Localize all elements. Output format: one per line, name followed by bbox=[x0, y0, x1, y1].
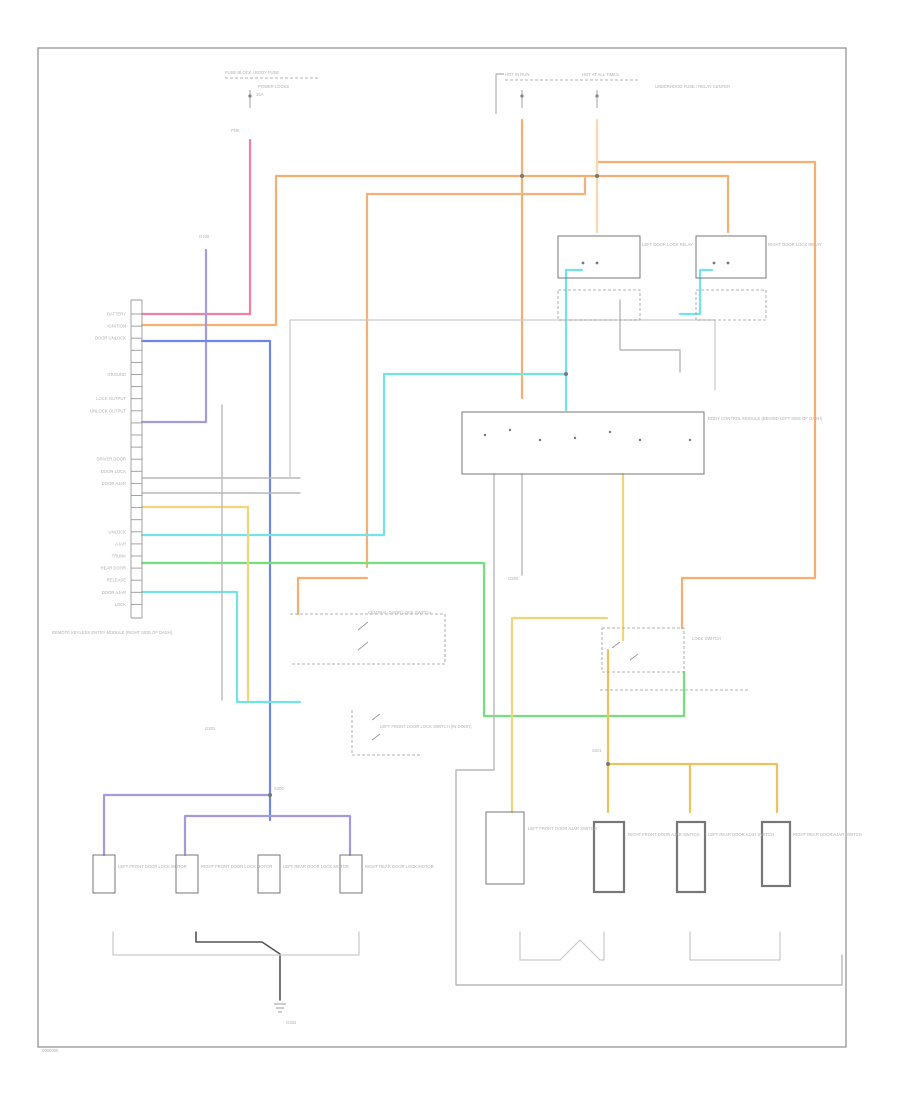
ground-bottom-label: G302 bbox=[286, 1020, 297, 1025]
splice-1 bbox=[268, 793, 272, 797]
wire-orange-relay-feed bbox=[365, 176, 587, 569]
wire-blue bbox=[140, 339, 272, 822]
splice-1-label: S200 bbox=[274, 786, 284, 791]
keyless-module: REMOTE KEYLESS ENTRY MODULE (RIGHT SIDE … bbox=[52, 299, 173, 635]
module-pin-label: DOOR AJAR bbox=[102, 590, 126, 595]
ajar-rr-label: RIGHT REAR DOOR AJAR SWITCH bbox=[793, 832, 862, 837]
right-lock-relay-label: RIGHT DOOR LOCK RELAY bbox=[768, 242, 822, 247]
ground-bottom-symbol bbox=[274, 1003, 286, 1013]
ground-g301-label: G301 bbox=[205, 726, 216, 731]
wire-orange-left-loop bbox=[140, 174, 730, 327]
ajar-lf-label: LEFT FRONT DOOR AJAR SWITCH bbox=[528, 826, 597, 831]
left-door-switch-label: LEFT FRONT DOOR LOCK SWITCH (IN DOOR) bbox=[380, 724, 472, 729]
module-pin-labels: BATTERY IGNITION DOOR UNLOCK GROUND LOCK OUT… bbox=[90, 312, 142, 607]
module-pin-label: DOOR UNLOCK bbox=[95, 336, 126, 341]
motor-group-left: LEFT FRONT DOOR LOCK MOTOR RIGHT FRONT D… bbox=[92, 854, 434, 894]
wire-yellow-rear bbox=[510, 616, 609, 814]
ajar-group-right: LEFT FRONT DOOR AJAR SWITCH RIGHT FRONT … bbox=[485, 811, 862, 894]
module-pin-label: DRIVER DOOR bbox=[96, 457, 126, 462]
rear-lock-switch: LOCK SWITCH bbox=[600, 627, 750, 691]
wire-gold-bus bbox=[606, 648, 779, 814]
wire-green bbox=[140, 561, 686, 718]
wire-gray-loop bbox=[289, 319, 716, 479]
ajar-rf-label: RIGHT FRONT DOOR AJAR SWITCH bbox=[628, 832, 700, 837]
wire-gray-bcm bbox=[455, 473, 843, 986]
wire-cyan-lower bbox=[140, 590, 302, 704]
module-pin-label: TRUNK bbox=[112, 554, 127, 559]
ground-g200-label: G200 bbox=[508, 576, 519, 581]
wire-cyan-right-relay bbox=[678, 268, 714, 316]
motor-rf-label: RIGHT FRONT DOOR LOCK MOTOR bbox=[201, 864, 272, 869]
ground-top-label: G100 bbox=[199, 234, 210, 239]
wire-orange-switch bbox=[296, 576, 369, 616]
wire-orange-right-loop bbox=[595, 160, 817, 630]
wire-gray-module bbox=[141, 477, 301, 494]
left-lock-relay: LEFT DOOR LOCK RELAY bbox=[557, 235, 693, 321]
splice-5 bbox=[595, 174, 599, 178]
central-door-lock-switch: CENTRAL DOOR LOCK SWITCH bbox=[290, 610, 446, 665]
splice-4 bbox=[520, 174, 524, 178]
module-pin-label: DOOR LOCK bbox=[101, 469, 126, 474]
module-pin-label: REAR DOOR bbox=[101, 566, 126, 571]
fuse-left-name: POWER LOCKS bbox=[258, 84, 289, 89]
underhood-note: UNDERHOOD FUSE / RELAY CENTER bbox=[655, 84, 730, 89]
module-name: REMOTE KEYLESS ENTRY MODULE (RIGHT SIDE … bbox=[52, 630, 173, 635]
wire-gray-relay-left bbox=[619, 299, 681, 373]
motor-lr-label: LEFT REAR DOOR LOCK MOTOR bbox=[283, 864, 349, 869]
wire-purple bbox=[140, 248, 208, 424]
left-lock-relay-label: LEFT DOOR LOCK RELAY bbox=[642, 242, 693, 247]
wire-blue-bus bbox=[102, 793, 352, 857]
module-pin-label: RELEASE bbox=[107, 578, 127, 583]
module-pin-label: AJAR bbox=[115, 541, 126, 546]
body-control-label: BODY CONTROL MODULE (BEHIND LEFT SIDE OF… bbox=[708, 416, 823, 421]
body-control-module: BODY CONTROL MODULE (BEHIND LEFT SIDE OF… bbox=[461, 411, 823, 475]
fuse-left-amp: 15A bbox=[256, 92, 264, 97]
ajar-lr-label: LEFT REAR DOOR AJAR SWITCH bbox=[708, 832, 774, 837]
splice-2-label: S201 bbox=[592, 748, 602, 753]
wire-cyan-module bbox=[140, 372, 568, 537]
module-pin-label: LOCK OUTPUT bbox=[96, 396, 126, 401]
left-door-lock-switch: LEFT FRONT DOOR LOCK SWITCH (IN DOOR) bbox=[351, 710, 472, 756]
fuse-top-pair bbox=[520, 90, 599, 108]
diagram-frame bbox=[37, 47, 847, 1048]
motor-rr-label: RIGHT REAR DOOR LOCK MOTOR bbox=[365, 864, 434, 869]
central-switch-label: CENTRAL DOOR LOCK SWITCH bbox=[368, 610, 431, 615]
footer-code: 0000000 bbox=[42, 1048, 59, 1053]
fuse-block-top-label: FUSE BLOCK / BODY FUSE bbox=[225, 70, 279, 75]
module-pin-label: LOCK bbox=[115, 602, 127, 607]
underhood-bracket bbox=[495, 73, 504, 114]
relay-top-right-label: HOT AT ALL TIMES bbox=[582, 72, 619, 77]
module-pin-label: BATTERY bbox=[107, 312, 126, 317]
rear-lock-switch-label: LOCK SWITCH bbox=[692, 636, 721, 641]
module-pin-label: UNLOCK OUTPUT bbox=[90, 408, 126, 413]
wire-yellow-module bbox=[140, 505, 250, 702]
module-pin-label: GROUND bbox=[107, 372, 126, 377]
right-lock-relay: RIGHT DOOR LOCK RELAY bbox=[695, 235, 822, 321]
wire-pink bbox=[140, 138, 252, 316]
module-pin-label: UNLOCK bbox=[109, 529, 127, 534]
module-pin-label: IGNITION bbox=[107, 324, 126, 329]
wire-black-branches bbox=[112, 931, 360, 956]
splice-2 bbox=[606, 762, 610, 766]
module-pin-label: DOOR AJAR bbox=[102, 481, 126, 486]
relay-top-left-label: HOT IN RUN bbox=[505, 72, 529, 77]
wire-gray-door-bottom bbox=[519, 931, 781, 961]
wire-label-pink: PNK bbox=[231, 128, 240, 133]
fuse-left: 15A POWER LOCKS bbox=[248, 84, 289, 108]
motor-lf-label: LEFT FRONT DOOR LOCK MOTOR bbox=[118, 864, 187, 869]
wire-black-ground bbox=[195, 931, 281, 1001]
splice-3 bbox=[564, 372, 568, 376]
wire-cyan-left-relay bbox=[564, 268, 584, 376]
